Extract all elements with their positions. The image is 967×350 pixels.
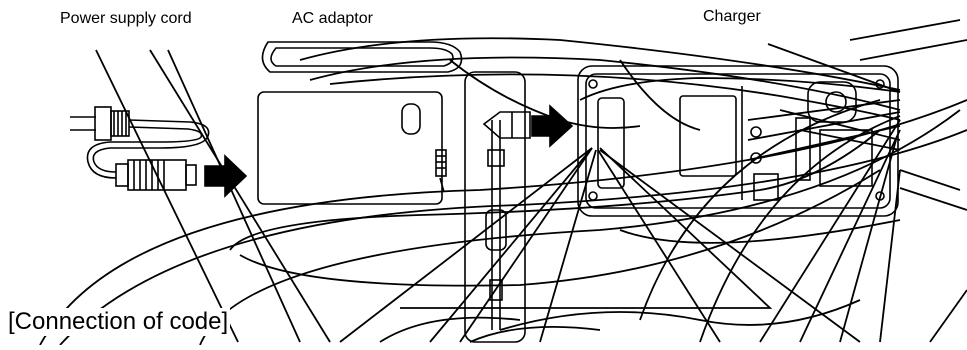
power-supply-cord-label: Power supply cord — [60, 10, 192, 27]
charger-label: Charger — [703, 8, 761, 25]
right-arrow-icon — [531, 104, 574, 148]
stray-strokes — [39, 19, 967, 346]
fuse-icon — [435, 149, 447, 177]
power-plug-icon — [70, 106, 130, 141]
diagram-caption: [Connection of code] — [8, 308, 231, 336]
ac-adaptor-label: AC adaptor — [292, 10, 373, 27]
power-supply-cord — [70, 106, 210, 191]
